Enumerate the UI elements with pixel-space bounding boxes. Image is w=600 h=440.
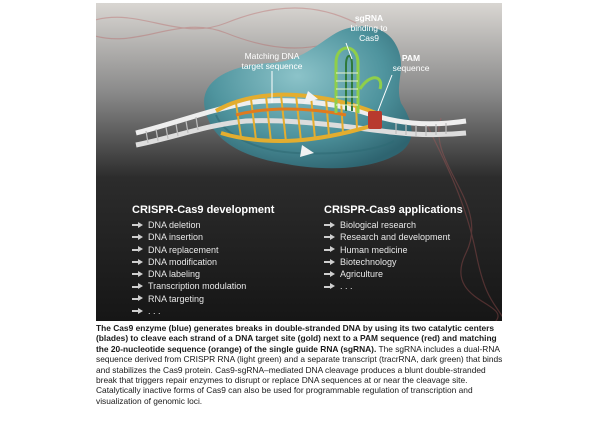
arrow-icon [132, 283, 143, 290]
pam-label: PAM sequence [376, 53, 446, 73]
development-item: Transcription modulation [132, 280, 246, 292]
development-item: DNA deletion [132, 219, 246, 231]
development-title: CRISPR-Cas9 development [132, 204, 275, 216]
development-item-label: DNA deletion [148, 220, 201, 230]
cleavage-blade [300, 91, 318, 157]
arrow-icon [324, 283, 335, 290]
applications-item: Human medicine [324, 244, 450, 256]
development-item: RNA targeting [132, 293, 246, 305]
applications-item: . . . [324, 280, 450, 292]
matching-dna-label: Matching DNA target sequence [222, 51, 322, 71]
development-item-label: . . . [148, 306, 161, 317]
applications-item-label: . . . [340, 281, 353, 292]
arrow-icon [132, 270, 143, 278]
arrow-icon [324, 221, 335, 229]
development-item-label: RNA targeting [148, 293, 205, 304]
applications-item: Biotechnology [324, 256, 450, 268]
applications-item-label: Biological research [340, 220, 417, 230]
development-item-label: Transcription modulation [148, 281, 247, 292]
development-item-label: DNA labeling [148, 269, 201, 280]
background-dna-helix [96, 7, 502, 321]
development-item-label: DNA replacement [148, 244, 219, 255]
arrow-icon [132, 233, 143, 241]
arrow-icon [132, 295, 143, 302]
arrow-icon [324, 270, 335, 278]
caption-normal: The sgRNA includes a dual-RNA sequence d… [96, 343, 503, 406]
arrow-icon [324, 233, 335, 241]
pam-label-title: PAM [401, 53, 421, 63]
figure-caption: The Cas9 enzyme (blue) generates breaks … [96, 323, 506, 406]
development-item: DNA insertion [132, 231, 246, 243]
applications-title: CRISPR-Cas9 applications [324, 204, 463, 216]
arrow-icon [132, 307, 143, 315]
applications-item: Agriculture [324, 268, 450, 280]
arrow-icon [324, 246, 335, 253]
sgrna-label: sgRNA binding to Cas9 [334, 13, 404, 43]
sgrna-label-line3: Cas9 [359, 33, 379, 43]
matching-label-line2: target sequence [241, 61, 303, 71]
applications-item-label: Agriculture [340, 269, 384, 280]
arrow-icon [132, 246, 143, 253]
caption-bold: The Cas9 enzyme (blue) generates breaks … [96, 323, 497, 354]
development-item-label: DNA insertion [148, 232, 204, 243]
development-item: . . . [132, 305, 246, 317]
development-item: DNA modification [132, 256, 246, 268]
applications-item-label: Research and development [340, 232, 451, 243]
arrow-icon [132, 221, 143, 229]
development-item: DNA labeling [132, 268, 246, 280]
guide-rna-match-orange [235, 107, 347, 117]
sgrna-label-line2: binding to [350, 23, 388, 33]
arrow-icon [324, 258, 335, 266]
applications-item-label: Human medicine [340, 244, 408, 255]
sgrna-label-title: sgRNA [354, 13, 384, 23]
pam-sequence-red [368, 111, 382, 129]
sgrna-hairpin [334, 46, 383, 113]
crispr-illustration [96, 3, 502, 321]
development-item: DNA replacement [132, 244, 246, 256]
pam-label-line2: sequence [392, 63, 430, 73]
dna-double-strand [135, 98, 467, 148]
development-item-label: DNA modification [148, 256, 218, 267]
arrow-icon [132, 258, 143, 266]
label-pointer-lines [271, 42, 393, 112]
applications-item-label: Biotechnology [340, 256, 397, 267]
crispr-figure-panel: sgRNA binding to Cas9 PAM sequence Match… [96, 3, 502, 321]
applications-item: Biological research [324, 219, 450, 231]
applications-item: Research and development [324, 231, 450, 243]
matching-label-line1: Matching DNA [244, 51, 300, 61]
